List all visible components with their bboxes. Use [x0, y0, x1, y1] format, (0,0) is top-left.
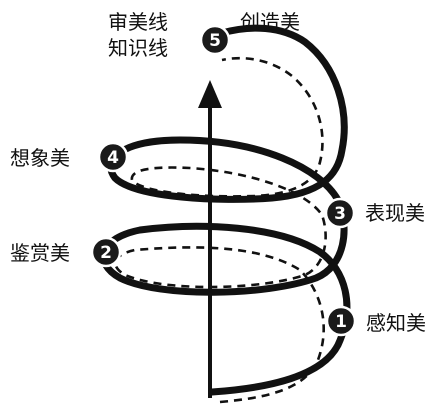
stage-2-label: 鉴赏美	[10, 241, 70, 265]
stage-1-number: 1	[335, 312, 347, 332]
stage-1-badge: 1	[325, 305, 357, 337]
stage-3-badge: 3	[324, 197, 356, 229]
stage-4-badge: 4	[97, 141, 129, 173]
stage-3-number: 3	[334, 204, 346, 224]
stage-4-label: 想象美	[10, 146, 70, 170]
stage-2-number: 2	[100, 243, 112, 263]
stage-2-badge: 2	[90, 236, 122, 268]
stage-5-number: 5	[209, 31, 221, 51]
stage-5-label: 创造美	[240, 10, 300, 34]
stage-3-label: 表现美	[365, 201, 425, 225]
stage-5-badge: 5	[199, 24, 231, 56]
aesthetic-line-helix	[99, 24, 351, 396]
stage-1-label: 感知美	[366, 311, 426, 335]
stage-4-number: 4	[107, 148, 119, 168]
aesthetic-line-label: 审美线	[108, 10, 168, 34]
arrow-head	[198, 80, 222, 108]
knowledge-line-label: 知识线	[108, 36, 168, 60]
knowledge-line-helix	[114, 56, 327, 404]
